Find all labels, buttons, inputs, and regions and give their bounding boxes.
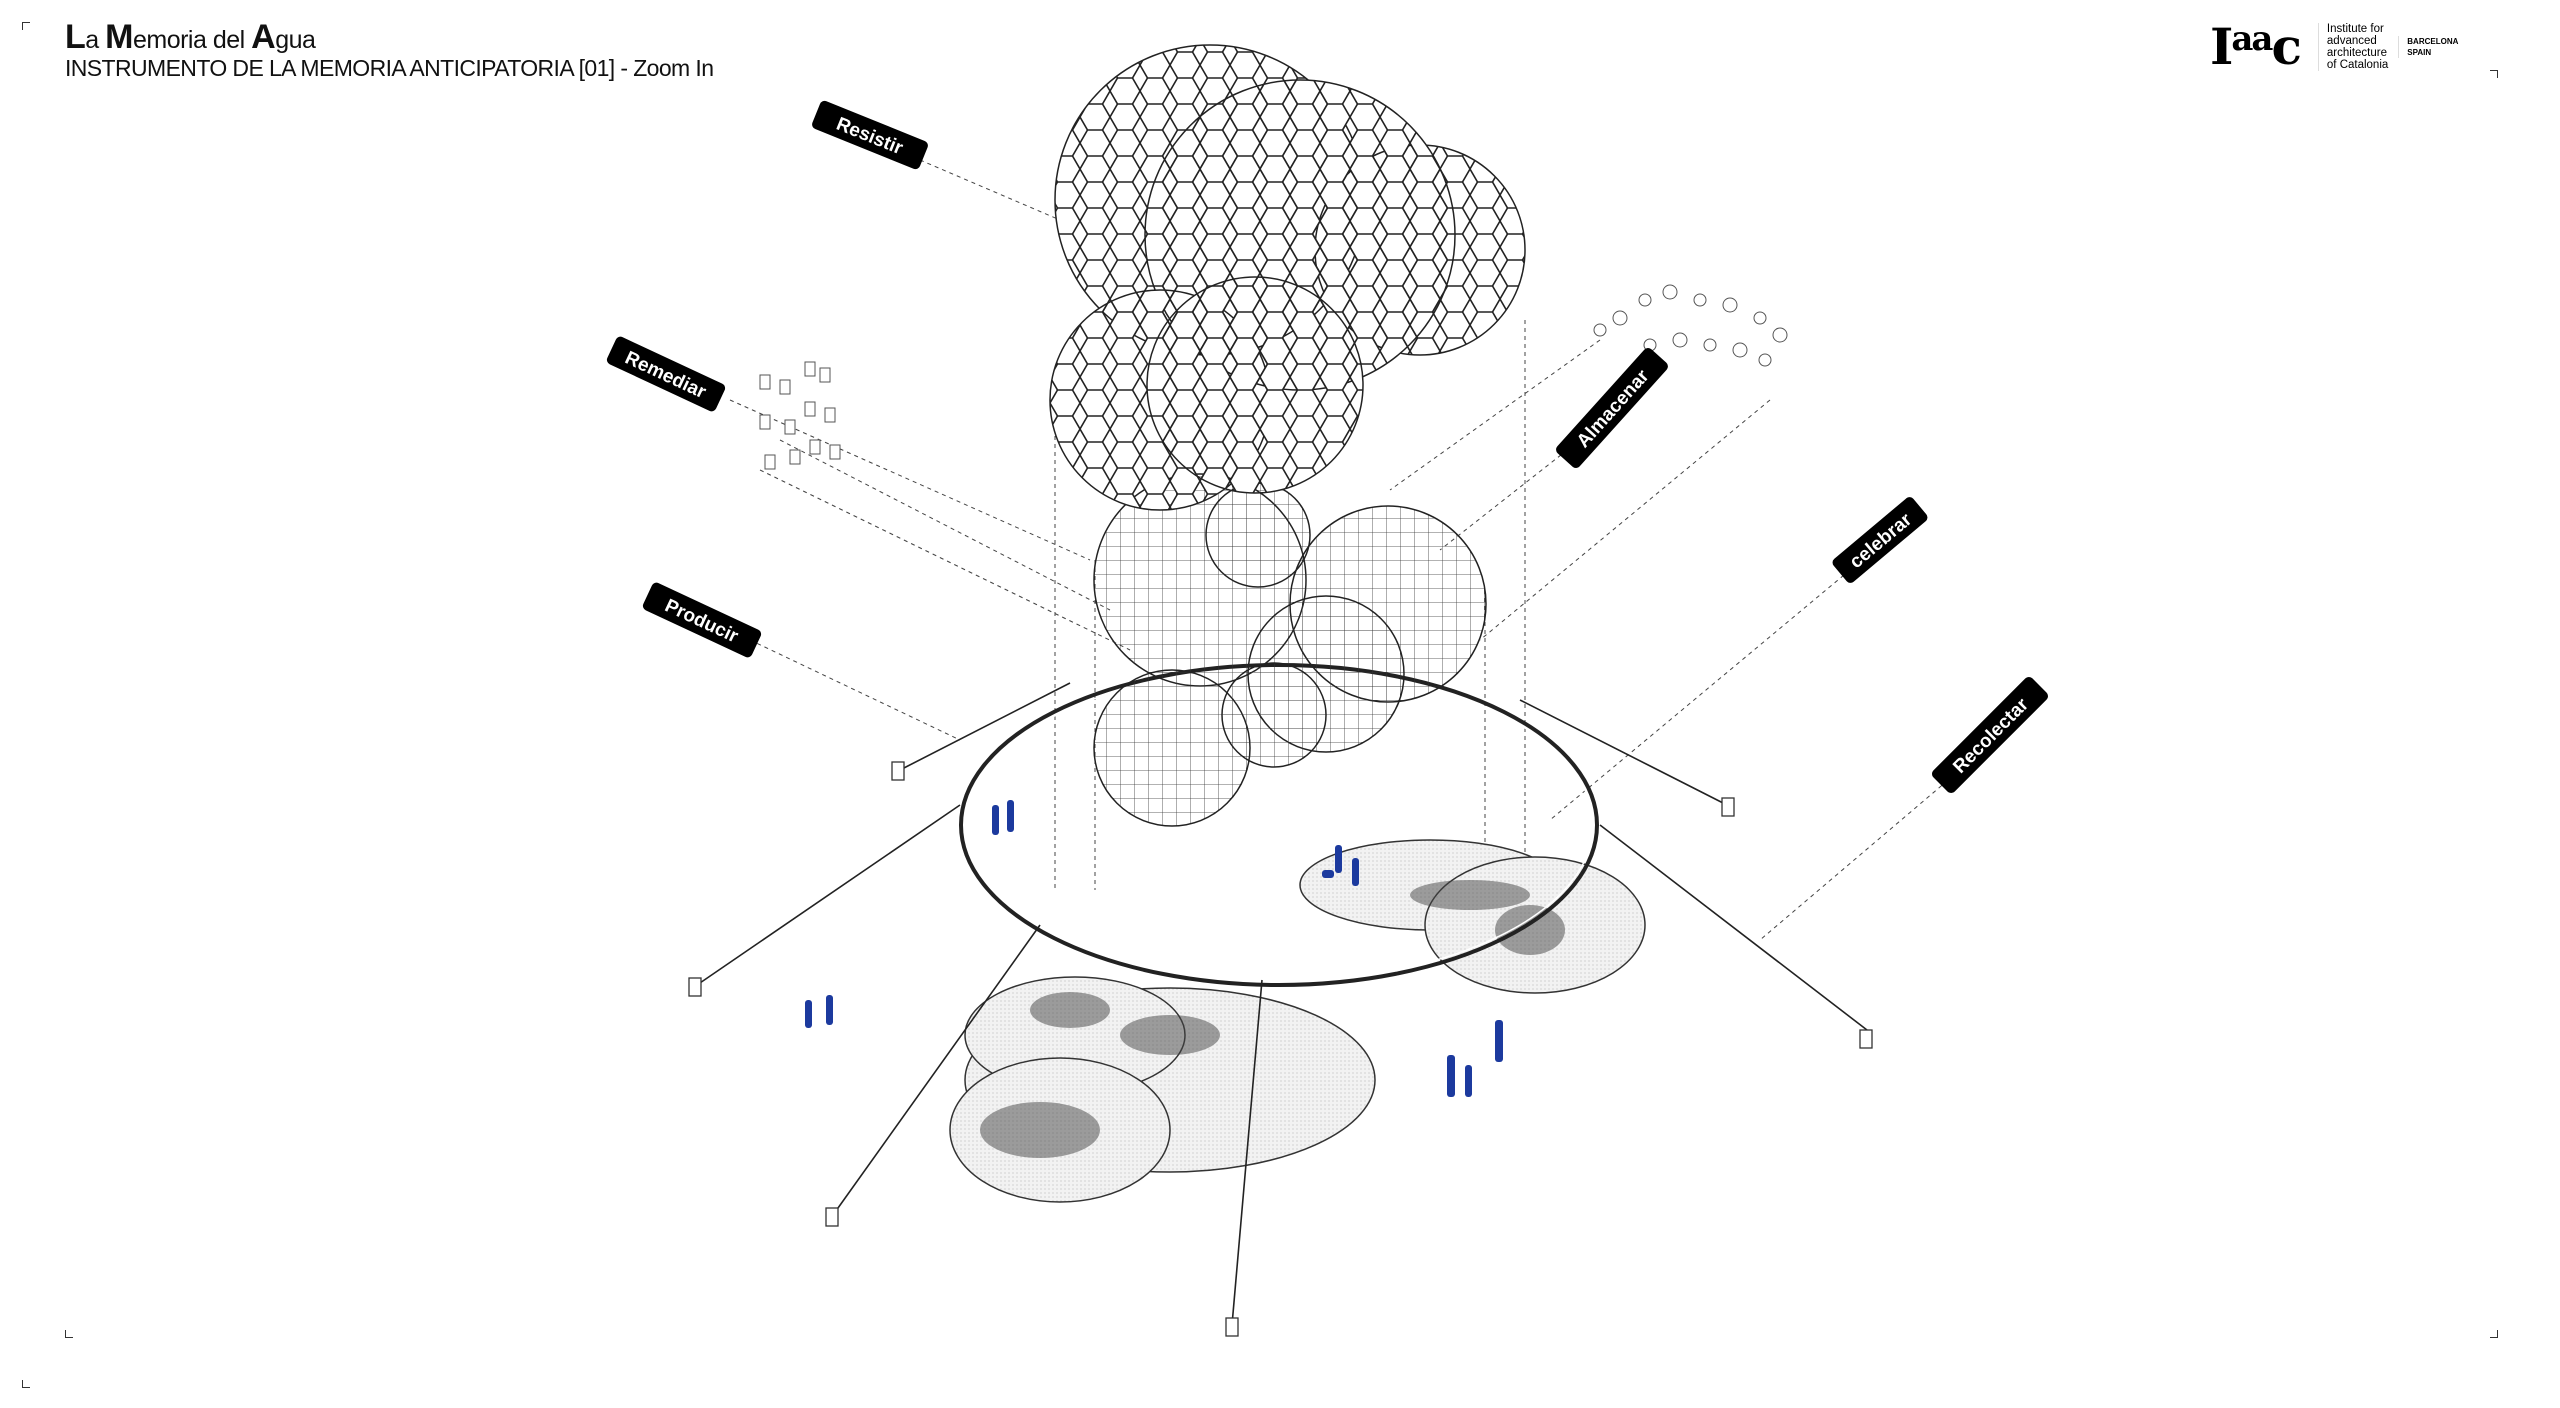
crop-mark [65,1330,73,1338]
tag-almacenar: Almacenar [1556,348,1668,468]
tag-label: Recolectar [1949,694,2033,778]
crop-mark [22,1380,30,1388]
page-title: La Memoria del Agua [65,18,316,56]
crop-mark [22,22,30,30]
resist-spheres [1049,44,1526,511]
crop-mark [2490,70,2498,78]
anchor-blocks [688,761,1873,1337]
human-figures [805,800,1503,1097]
remediation-modules [759,361,841,470]
tag-celebrar: celebrar [1832,497,1928,583]
tag-producir: Producir [642,582,762,658]
platform-cluster-left [949,976,1376,1203]
crop-mark [2490,1330,2498,1338]
logo-mark: Iaac [2210,17,2302,76]
page-subtitle: INSTRUMENTO DE LA MEMORIA ANTICIPATORIA … [65,55,714,81]
tag-label: Almacenar [1573,365,1654,452]
platform-cluster-right [1299,839,1646,994]
storage-spheres [1093,473,1487,827]
water-droplet-cloud [1593,284,1788,367]
tag-resistir: Resistir [812,100,928,170]
tag-remediar: Remediar [606,336,726,412]
title-block: La Memoria del Agua INSTRUMENTO DE LA ME… [65,18,714,82]
cables [696,682,1868,1326]
plant-clusters [980,880,1565,1158]
tag-recolectar: Recolectar [1931,676,2049,794]
